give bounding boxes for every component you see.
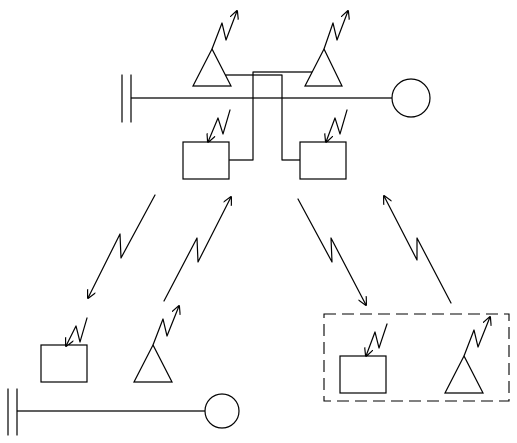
top-station: [121, 11, 431, 180]
bottom-left-station: [7, 306, 240, 436]
terminal-circle: [204, 393, 240, 429]
group-boundary: [323, 313, 510, 402]
ground-symbol: [7, 388, 18, 436]
connector-right: [224, 74, 301, 161]
signal-in-icon: [66, 317, 88, 346]
transmitter-triangle: [133, 343, 173, 383]
transmitter-triangle: [444, 354, 484, 394]
signal-in-icon: [366, 323, 388, 356]
receiver-box: [299, 141, 347, 180]
transmitter-triangle: [192, 47, 232, 87]
receiver-box: [339, 355, 387, 394]
radio-link-icon: [384, 196, 452, 304]
ground-symbol: [121, 74, 132, 123]
radio-links: [88, 194, 452, 305]
bottom-right-group: [323, 313, 510, 402]
signal-in-icon: [208, 109, 231, 142]
signal-out-icon: [323, 11, 348, 50]
signal-in-icon: [326, 109, 348, 142]
radio-link-icon: [88, 194, 156, 298]
receiver-box: [40, 344, 88, 383]
connector-left: [229, 71, 313, 161]
receiver-box: [182, 141, 230, 180]
signal-out-icon: [152, 306, 179, 346]
signal-out-icon: [211, 11, 237, 50]
transmitter-triangle: [304, 47, 343, 87]
signal-out-icon: [463, 317, 490, 357]
radio-link-icon: [163, 197, 231, 302]
radio-link-icon: [297, 198, 366, 305]
terminal-circle: [391, 78, 431, 118]
